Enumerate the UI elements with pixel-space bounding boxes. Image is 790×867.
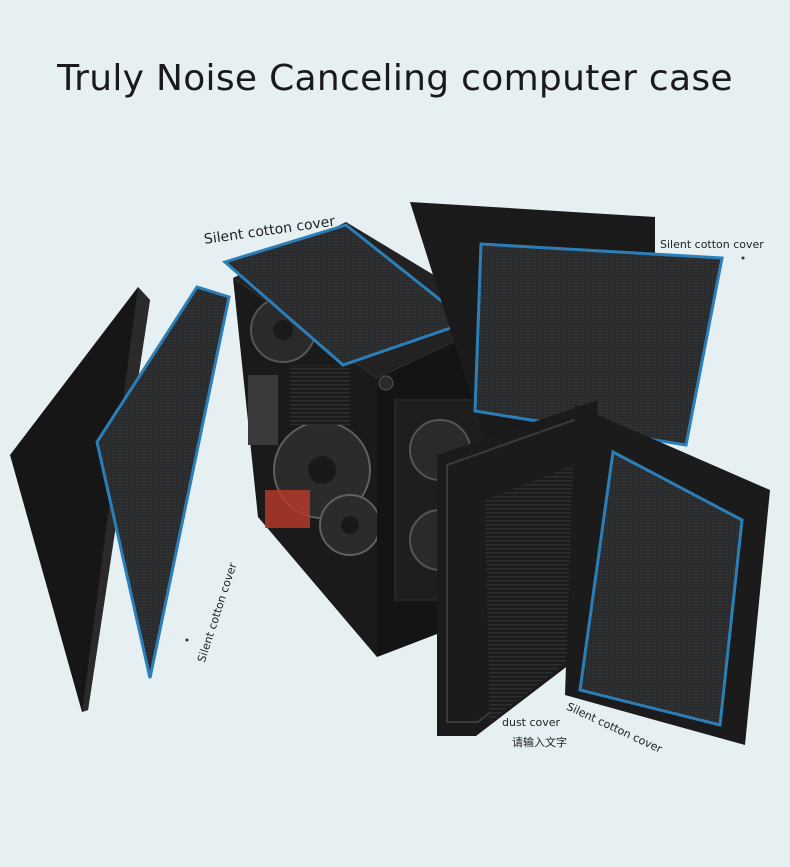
left-silent-cotton-pad [95,285,231,679]
label-placeholder-text: 请输入文字 [512,736,567,749]
label-dust-cover: dust cover [502,716,561,729]
page-title: Truly Noise Canceling computer case [57,58,733,99]
label-right-silent-cotton-cover: Silent cotton cover [660,238,764,251]
right-silent-cotton-pad [473,242,724,447]
front-door-panel [565,405,770,745]
